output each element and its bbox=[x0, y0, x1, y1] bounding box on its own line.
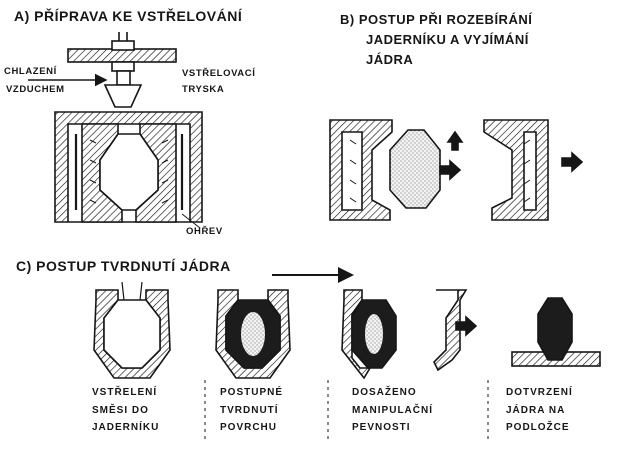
section-b-title-line1: b) POSTUP PŘI ROZEBÍRÁNÍ bbox=[340, 12, 533, 27]
step-4-figure bbox=[511, 297, 601, 367]
section-b-figure bbox=[329, 119, 584, 221]
step-1-caption-line1: VSTŘELENÍ bbox=[92, 387, 158, 398]
step-4-caption-line3: PODLOŽCE bbox=[506, 422, 570, 433]
step-3-caption-line3: PEVNOSTI bbox=[352, 422, 411, 433]
step-3-caption-line1: DOSAŽENO bbox=[352, 387, 417, 398]
disassembled-left-half bbox=[329, 119, 393, 221]
section-a-figure bbox=[28, 32, 203, 229]
step-1-caption: VSTŘELENÍ SMĚSI DO JADERNÍKU bbox=[92, 384, 159, 437]
section-b-title-line2: JADERNÍKU A VYJÍMÁNÍ bbox=[366, 32, 529, 47]
nozzle-body bbox=[116, 70, 131, 86]
hardened-core bbox=[537, 297, 573, 361]
step-4-caption: DOTVRZENÍ JÁDRA NA PODLOŽCE bbox=[506, 384, 573, 437]
nozzle-nut-lower bbox=[111, 61, 135, 72]
section-a-title: a) PŘÍPRAVA KE VSTŘELOVÁNÍ bbox=[14, 8, 243, 24]
cooling-label-line2: VZDUCHEM bbox=[6, 84, 65, 95]
right-arrow-half bbox=[561, 151, 584, 173]
section-b-title-line3: JÁDRA bbox=[366, 52, 414, 67]
shooting-head-plate bbox=[67, 48, 177, 63]
nozzle-label-line2: TRYSKA bbox=[182, 84, 225, 95]
shooting-nozzle bbox=[103, 84, 143, 108]
disassembled-right-half bbox=[483, 119, 549, 221]
section-c-title: c) POSTUP TVRDNUTÍ JÁDRA bbox=[16, 258, 231, 274]
step-3-figure bbox=[341, 289, 478, 380]
step-1-caption-line3: JADERNÍKU bbox=[92, 422, 160, 433]
extracted-core bbox=[389, 129, 441, 209]
step-2-figure bbox=[215, 289, 291, 379]
nozzle-nut bbox=[111, 40, 135, 51]
cooling-label-line1: CHLAZENÍ bbox=[4, 66, 57, 77]
step-separators bbox=[204, 380, 489, 442]
step-1-caption-line2: SMĚSI DO bbox=[92, 404, 149, 416]
right-arrow-core bbox=[439, 159, 462, 181]
up-arrow bbox=[446, 130, 464, 151]
core-cavity bbox=[99, 133, 159, 211]
step-4-caption-line1: DOTVRZENÍ bbox=[506, 387, 573, 398]
step-3-caption-line2: MANIPULAČNÍ bbox=[352, 404, 433, 416]
step-2-caption-line2: TVRDNUTÍ bbox=[220, 404, 279, 416]
step-3-caption: DOSAŽENO MANIPULAČNÍ PEVNOSTI bbox=[352, 384, 433, 437]
step-2-caption-line1: POSTUPNÉ bbox=[220, 387, 284, 398]
step-4-caption-line2: JÁDRA NA bbox=[506, 404, 566, 416]
heating-label: OHŘEV bbox=[186, 226, 223, 237]
heating-leader bbox=[181, 213, 201, 229]
step-2-caption-line3: POVRCHU bbox=[220, 422, 278, 433]
step-2-caption: POSTUPNÉ TVRDNUTÍ POVRCHU bbox=[220, 384, 283, 437]
nozzle-label-line1: VSTŘELOVACÍ bbox=[182, 68, 256, 79]
step-1-figure bbox=[93, 281, 171, 379]
